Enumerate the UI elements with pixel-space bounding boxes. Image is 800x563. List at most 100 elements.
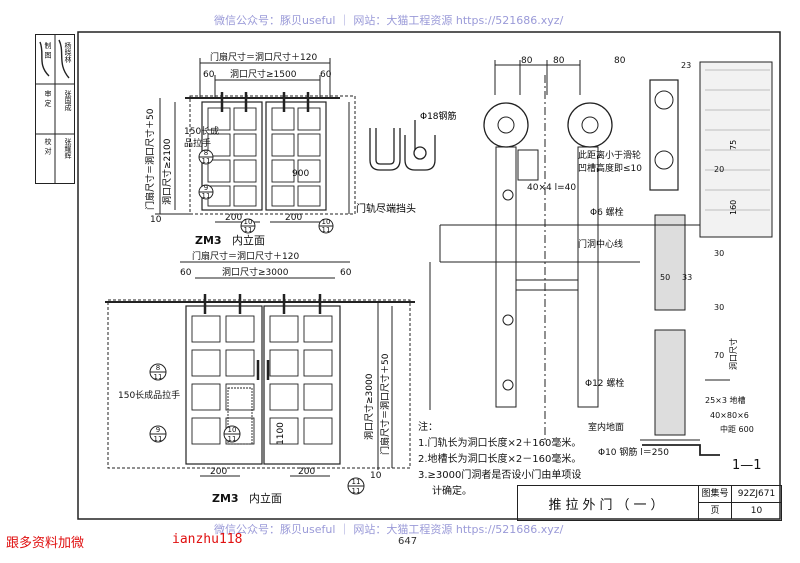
- elev-top-handle-note1: 150长成: [184, 125, 219, 137]
- elev-bottom-dim-60b: 60: [340, 268, 352, 278]
- elev-top-subtitle: 内立面: [232, 233, 265, 247]
- section-dim-33: 33: [682, 273, 692, 282]
- page-key: 页: [699, 503, 732, 519]
- footer-wechat-id: ianzhu118: [172, 532, 243, 547]
- section-angle: 25×3 地槽: [705, 395, 746, 405]
- hardware-bolt6: Φ6 螺栓: [590, 206, 624, 218]
- hardware-note-gap1: 此距离小于滑轮: [578, 149, 641, 161]
- approval-name-3: 杨晓林: [64, 42, 72, 63]
- elev-top-handle-note2: 品拉手: [184, 137, 211, 149]
- elev-top-dim-10: 10: [150, 215, 162, 225]
- section-text: 23 20 30 50 33 30 70 25×3 地槽 40×80×6 中距 …: [660, 61, 762, 473]
- hardware-rebar10: Φ10 钢筋 l＝250: [598, 446, 669, 458]
- elev-top-callouts: [198, 149, 334, 234]
- section-dim-70: 70: [714, 351, 724, 360]
- section-dim-50: 50: [660, 273, 670, 282]
- notes: 注： 1.门轨长为洞口长度×2＋160毫米。 2.地槽长为洞口长度×2－160毫…: [418, 420, 581, 497]
- page-row: 页 10: [699, 503, 781, 519]
- title-block: 推拉外门（一） 图集号 92ZJ671 页 10: [517, 485, 782, 521]
- elev-top-callout-b1-den: 11: [244, 226, 253, 234]
- footer-watermark: 微信公众号：豚贝useful ｜ 网站：大猫工程资源 https://52168…: [214, 523, 564, 536]
- hardware-center: 门洞中心线: [578, 238, 623, 250]
- hardware-bolt12: Φ12 螺栓: [585, 377, 624, 389]
- elev-top-callout-bot-num: 9: [204, 184, 208, 192]
- elev-bottom-callout-b-num: 9: [156, 426, 160, 434]
- hardware-plate: 40×4 l=40: [527, 183, 576, 193]
- section-dim-75: 75: [729, 140, 738, 150]
- approval-name-1: 张耀辉: [64, 138, 72, 159]
- elev-bottom-subtitle: 内立面: [249, 491, 282, 505]
- elev-top-dim-60b: 60: [320, 70, 332, 80]
- elev-bottom-callout-c-num: 10: [228, 426, 237, 434]
- approval-block: 校 对 审 定 制 图 张耀辉 张国成 杨晓林: [35, 34, 75, 184]
- track-end-rebar-label: Φ18钢筋: [420, 110, 457, 122]
- elev-bottom-dim-1100: 1100: [276, 422, 286, 445]
- track-end-caption: 门轨尽端挡头: [356, 202, 416, 215]
- hardware-dim-80c: 80: [614, 56, 626, 66]
- elev-bottom-dim-leaf: 门扇尺寸＝洞口尺寸＋120: [192, 250, 299, 262]
- elev-bottom-dim-open: 洞口尺寸≥3000: [222, 266, 289, 278]
- elev-bottom-dim-10: 10: [370, 471, 382, 481]
- elev-top-dim-200b: 200: [285, 213, 302, 223]
- notes-2: 2.地槽长为洞口长度×2－160毫米。: [418, 452, 581, 465]
- elev-bottom-callouts: [149, 363, 365, 495]
- elev-bottom-callout-a-den: 11: [154, 373, 163, 381]
- elev-top-dim-900: 900: [292, 169, 309, 179]
- elev-top-callout-b2-num: 10: [322, 218, 331, 226]
- approval-name-2: 张国成: [64, 90, 72, 111]
- elev-bottom-callout-d-den: 11: [352, 487, 361, 495]
- footer-promo-text: 跟多资料加微: [6, 536, 85, 551]
- page-number: 647: [398, 536, 418, 547]
- elev-bottom-dim-200b: 200: [298, 467, 315, 477]
- hardware-dim-80b: 80: [553, 56, 565, 66]
- elev-top-dim-60a: 60: [203, 70, 215, 80]
- approval-row-3: 制 图: [44, 42, 52, 59]
- page-value: 10: [750, 506, 763, 516]
- section-dim-23: 23: [681, 61, 691, 70]
- elev-top-callout-b1-num: 10: [244, 218, 253, 226]
- hardware-floor: 室内地面: [588, 421, 624, 433]
- atlas-row: 图集号 92ZJ671: [699, 486, 781, 503]
- notes-3b: 计确定。: [432, 484, 472, 497]
- notes-1: 1.门轨长为洞口长度×2＋160毫米。: [418, 436, 581, 449]
- approval-row-1: 校 对: [44, 138, 52, 155]
- section-dim-20a: 20: [714, 165, 724, 174]
- elev-top-dim-open: 洞口尺寸≥1500: [230, 68, 297, 80]
- hardware-dim-80a: 80: [521, 56, 533, 66]
- elev-bottom-callout-b-den: 11: [154, 435, 163, 443]
- hardware-text: 80 80 80 此距离小于滑轮 凹槽高度即≤10 40×4 l=40 Φ6 螺…: [521, 56, 669, 458]
- elev-bottom-height-leaf: 门扇尺寸＝洞口尺寸＋50: [379, 353, 391, 455]
- elevation-top-text: 门扇尺寸＝洞口尺寸＋120 洞口尺寸≥1500 60 60 900 200 20…: [150, 51, 332, 247]
- elev-bottom-height-open: 洞口尺寸≥3000: [363, 373, 375, 440]
- section-dim-30a: 30: [714, 249, 724, 258]
- elev-bottom-callout-d-num: 11: [352, 478, 361, 486]
- elev-top-callout-top-den: 11: [202, 157, 211, 165]
- drawing-title: 推拉外门（一）: [518, 486, 699, 520]
- elev-top-height-open: 洞口尺寸≥2100: [161, 138, 173, 205]
- elev-bottom-callout-a-num: 8: [156, 364, 160, 372]
- elevation-bottom-text: 门扇尺寸＝洞口尺寸＋120 洞口尺寸≥3000 60 60 150长成品拉手 2…: [118, 250, 382, 505]
- approval-row-2: 审 定: [44, 90, 52, 107]
- section-detail: [640, 61, 773, 456]
- elevation-bottom: [105, 261, 415, 477]
- elev-bottom-handle-note: 150长成品拉手: [118, 389, 180, 401]
- elev-top-callout-top-num: 8: [204, 149, 208, 157]
- elev-top-callout-bot-den: 11: [202, 192, 211, 200]
- section-dim-open: 洞口尺寸: [728, 338, 738, 370]
- elev-top-callout-b2-den: 11: [322, 226, 331, 234]
- elev-top-dim-leaf: 门扇尺寸＝洞口尺寸＋120: [210, 51, 317, 63]
- elev-top-height-leaf: 门扇尺寸＝洞口尺寸＋50: [144, 108, 156, 210]
- hardware-note-gap2: 凹槽高度即≤10: [578, 162, 642, 174]
- elevation-top: [155, 58, 356, 223]
- notes-head: 注：: [418, 420, 438, 433]
- section-dim-160: 160: [729, 200, 738, 215]
- elev-bottom-dim-60a: 60: [180, 268, 192, 278]
- header-watermark: 微信公众号：豚贝useful ｜ 网站：大猫工程资源 https://52168…: [214, 14, 564, 27]
- track-end-detail: [369, 120, 436, 171]
- elev-bottom-callout-c-den: 11: [228, 435, 237, 443]
- atlas-key: 图集号: [699, 486, 732, 502]
- hardware-detail: [429, 60, 640, 440]
- section-title: 1—1: [732, 458, 762, 473]
